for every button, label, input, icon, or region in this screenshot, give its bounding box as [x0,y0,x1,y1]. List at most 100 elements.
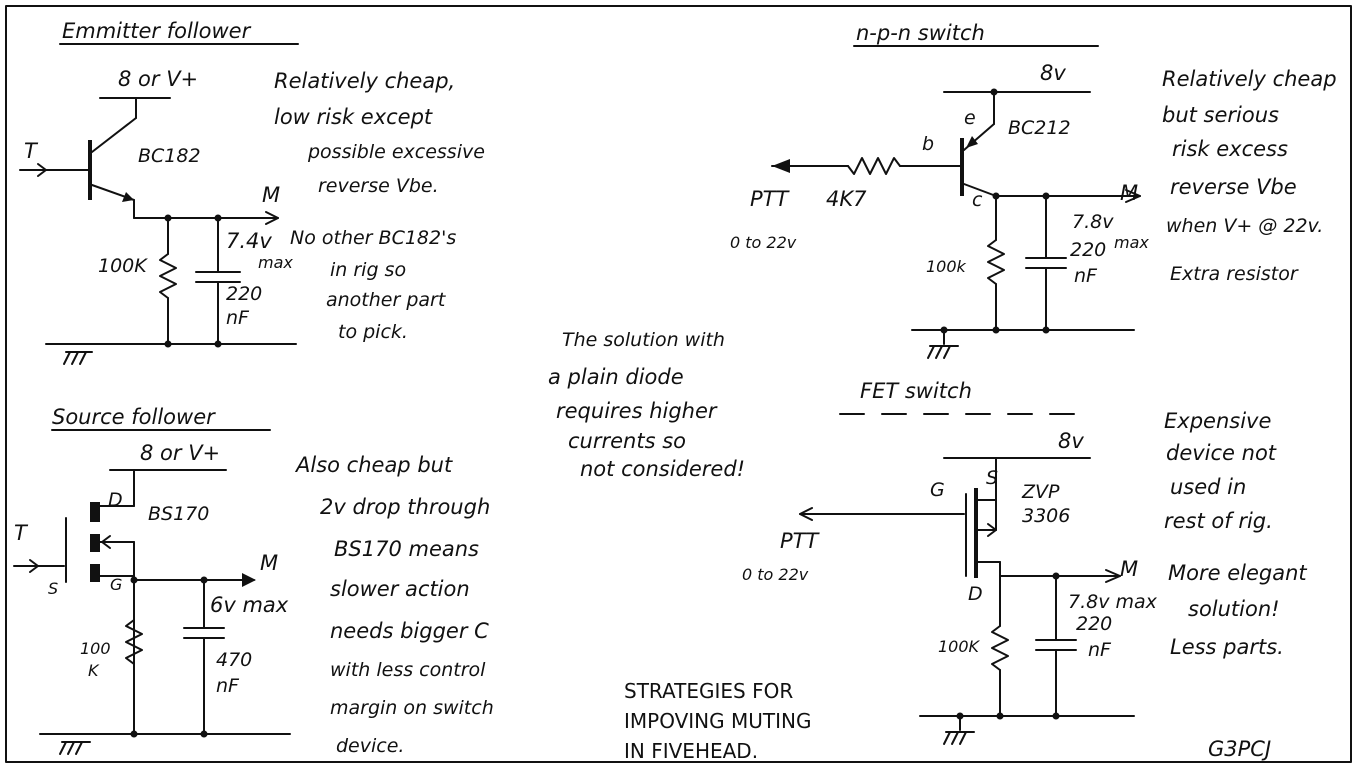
npn-resistor-label: 100k [926,257,967,276]
npn-range-label: 0 to 22v [730,233,797,252]
source-note-3: BS170 means [334,537,479,561]
source-note-7: margin on switch [330,697,494,719]
npn-supply-label: 8v [1040,61,1066,85]
fet-cap-unit: nF [1088,639,1112,661]
fet-output-label: M [1120,557,1138,581]
diode-note-2: a plain diode [548,365,684,389]
emitter-note-3: possible excessive [307,141,485,163]
source-follower-section: Source follower 8 or V+ T D S G BS170 M … [13,405,494,757]
fet-output-arrow [1105,569,1121,583]
source-channel-c [90,564,100,582]
npn-voltage-label: 7.8v [1072,211,1114,233]
source-device-label: BS170 [148,503,209,525]
emitter-node-c [164,340,172,348]
npn-title: n-p-n switch [856,21,985,45]
source-pin-d: D [108,489,123,511]
fet-supply-label: 8v [1058,429,1084,453]
fet-voltage-label: 7.8v max [1068,591,1158,613]
npn-output-label: M [1120,181,1138,205]
emitter-cap-value: 220 [226,283,262,305]
emitter-max-label: max [258,253,293,272]
source-cap-unit: nF [216,675,240,697]
fet-note-5: More elegant [1168,561,1307,585]
fet-note-6: solution! [1188,597,1280,621]
emitter-resistor [159,253,177,299]
fet-note-7: Less parts. [1170,635,1284,659]
fet-device-line2: 3306 [1022,505,1070,527]
source-note-4: slower action [330,577,470,601]
source-supply-label: 8 or V+ [140,441,220,465]
source-cap-value: 470 [216,649,252,671]
npn-note-3: risk excess [1172,137,1288,161]
author-signature: G3PCJ [1208,737,1271,761]
fet-note-2: device not [1166,441,1277,465]
source-node-c [130,730,138,738]
emitter-ground-icon [63,351,93,365]
npn-series-resistor [847,157,901,175]
emitter-note-7: another part [326,289,447,311]
npn-cap-unit: nF [1074,265,1098,287]
page-frame [5,5,1352,763]
source-pin-s: S [48,579,58,598]
source-resistor-bottom: K [88,661,100,680]
emitter-node-d [214,340,222,348]
emitter-output-label: M [262,183,280,207]
caption-line-2: IMPOVING MUTING [624,709,811,733]
fet-node-c [996,712,1004,720]
npn-note-4: reverse Vbe [1170,175,1297,199]
fet-note-4: rest of rig. [1164,509,1273,533]
fet-cap-value: 220 [1076,613,1112,635]
npn-note-5: when V+ @ 22v. [1166,215,1323,237]
source-resistor [125,619,143,665]
source-note-8: device. [336,735,404,757]
emitter-note-2: low risk except [274,105,433,129]
source-ground-icon [59,741,91,755]
source-body-arrow [101,535,111,549]
source-node-d [200,730,208,738]
fet-device-line1: ZVP [1021,481,1060,503]
fet-note-1: Expensive [1164,409,1271,433]
caption-line-1: STRATEGIES FOR [624,679,793,703]
npn-node-d [992,326,1000,334]
fet-ptt-label: PTT [780,529,820,553]
source-note-5: needs bigger C [330,619,489,643]
npn-pin-c: c [972,189,983,211]
fet-resistor-label: 100K [938,637,981,656]
npn-ground-icon [927,329,959,359]
emitter-note-6: in rig so [330,259,406,281]
fet-range-label: 0 to 22v [742,565,809,584]
npn-transistor-label: BC212 [1008,117,1071,139]
source-note-1: Also cheap but [294,453,453,477]
emitter-follower-section: Emmitter follower 8 or V+ T BC182 M 100K… [19,19,485,365]
fet-gate-arrow [799,507,813,521]
npn-resistor [987,239,1005,285]
fet-pin-g: G [930,479,945,501]
emitter-input-label: T [24,139,39,163]
caption-line-3: IN FIVEHEAD. [624,739,758,763]
source-node-a [130,576,138,584]
npn-switch-section: n-p-n switch 8v M b e c BC212 PTT 4K7 0 … [730,21,1337,359]
emitter-note-8: to pick. [338,321,408,343]
npn-node-e [1042,326,1050,334]
source-note-2: 2v drop through [320,495,490,519]
emitter-note-4: reverse Vbe. [318,175,439,197]
diode-note-5: not considered! [580,457,745,481]
footer-caption: STRATEGIES FOR IMPOVING MUTING IN FIVEHE… [624,679,1271,763]
emitter-cap-unit: nF [226,307,250,329]
source-title: Source follower [52,405,216,429]
emitter-voltage-label: 7.4v [226,229,272,253]
source-channel-a [90,502,100,522]
emitter-collector-lead [91,117,137,153]
diode-note-3: requires higher [556,399,718,423]
emitter-title: Emmitter follower [62,19,252,43]
fet-switch-section: FET switch 8v PTT 0 to 22v G S D ZVP 330… [742,379,1307,745]
fet-pin-d: D [968,583,983,605]
npn-ptt-label: PTT [750,187,790,211]
npn-max-label: max [1114,233,1149,252]
npn-pin-e: e [964,107,976,129]
npn-note-1: Relatively cheap [1162,67,1337,91]
fet-title: FET switch [860,379,972,403]
npn-emitter-arrow [966,136,978,148]
npn-note-6: Extra resistor [1170,263,1299,285]
fet-ground-icon [943,715,975,745]
